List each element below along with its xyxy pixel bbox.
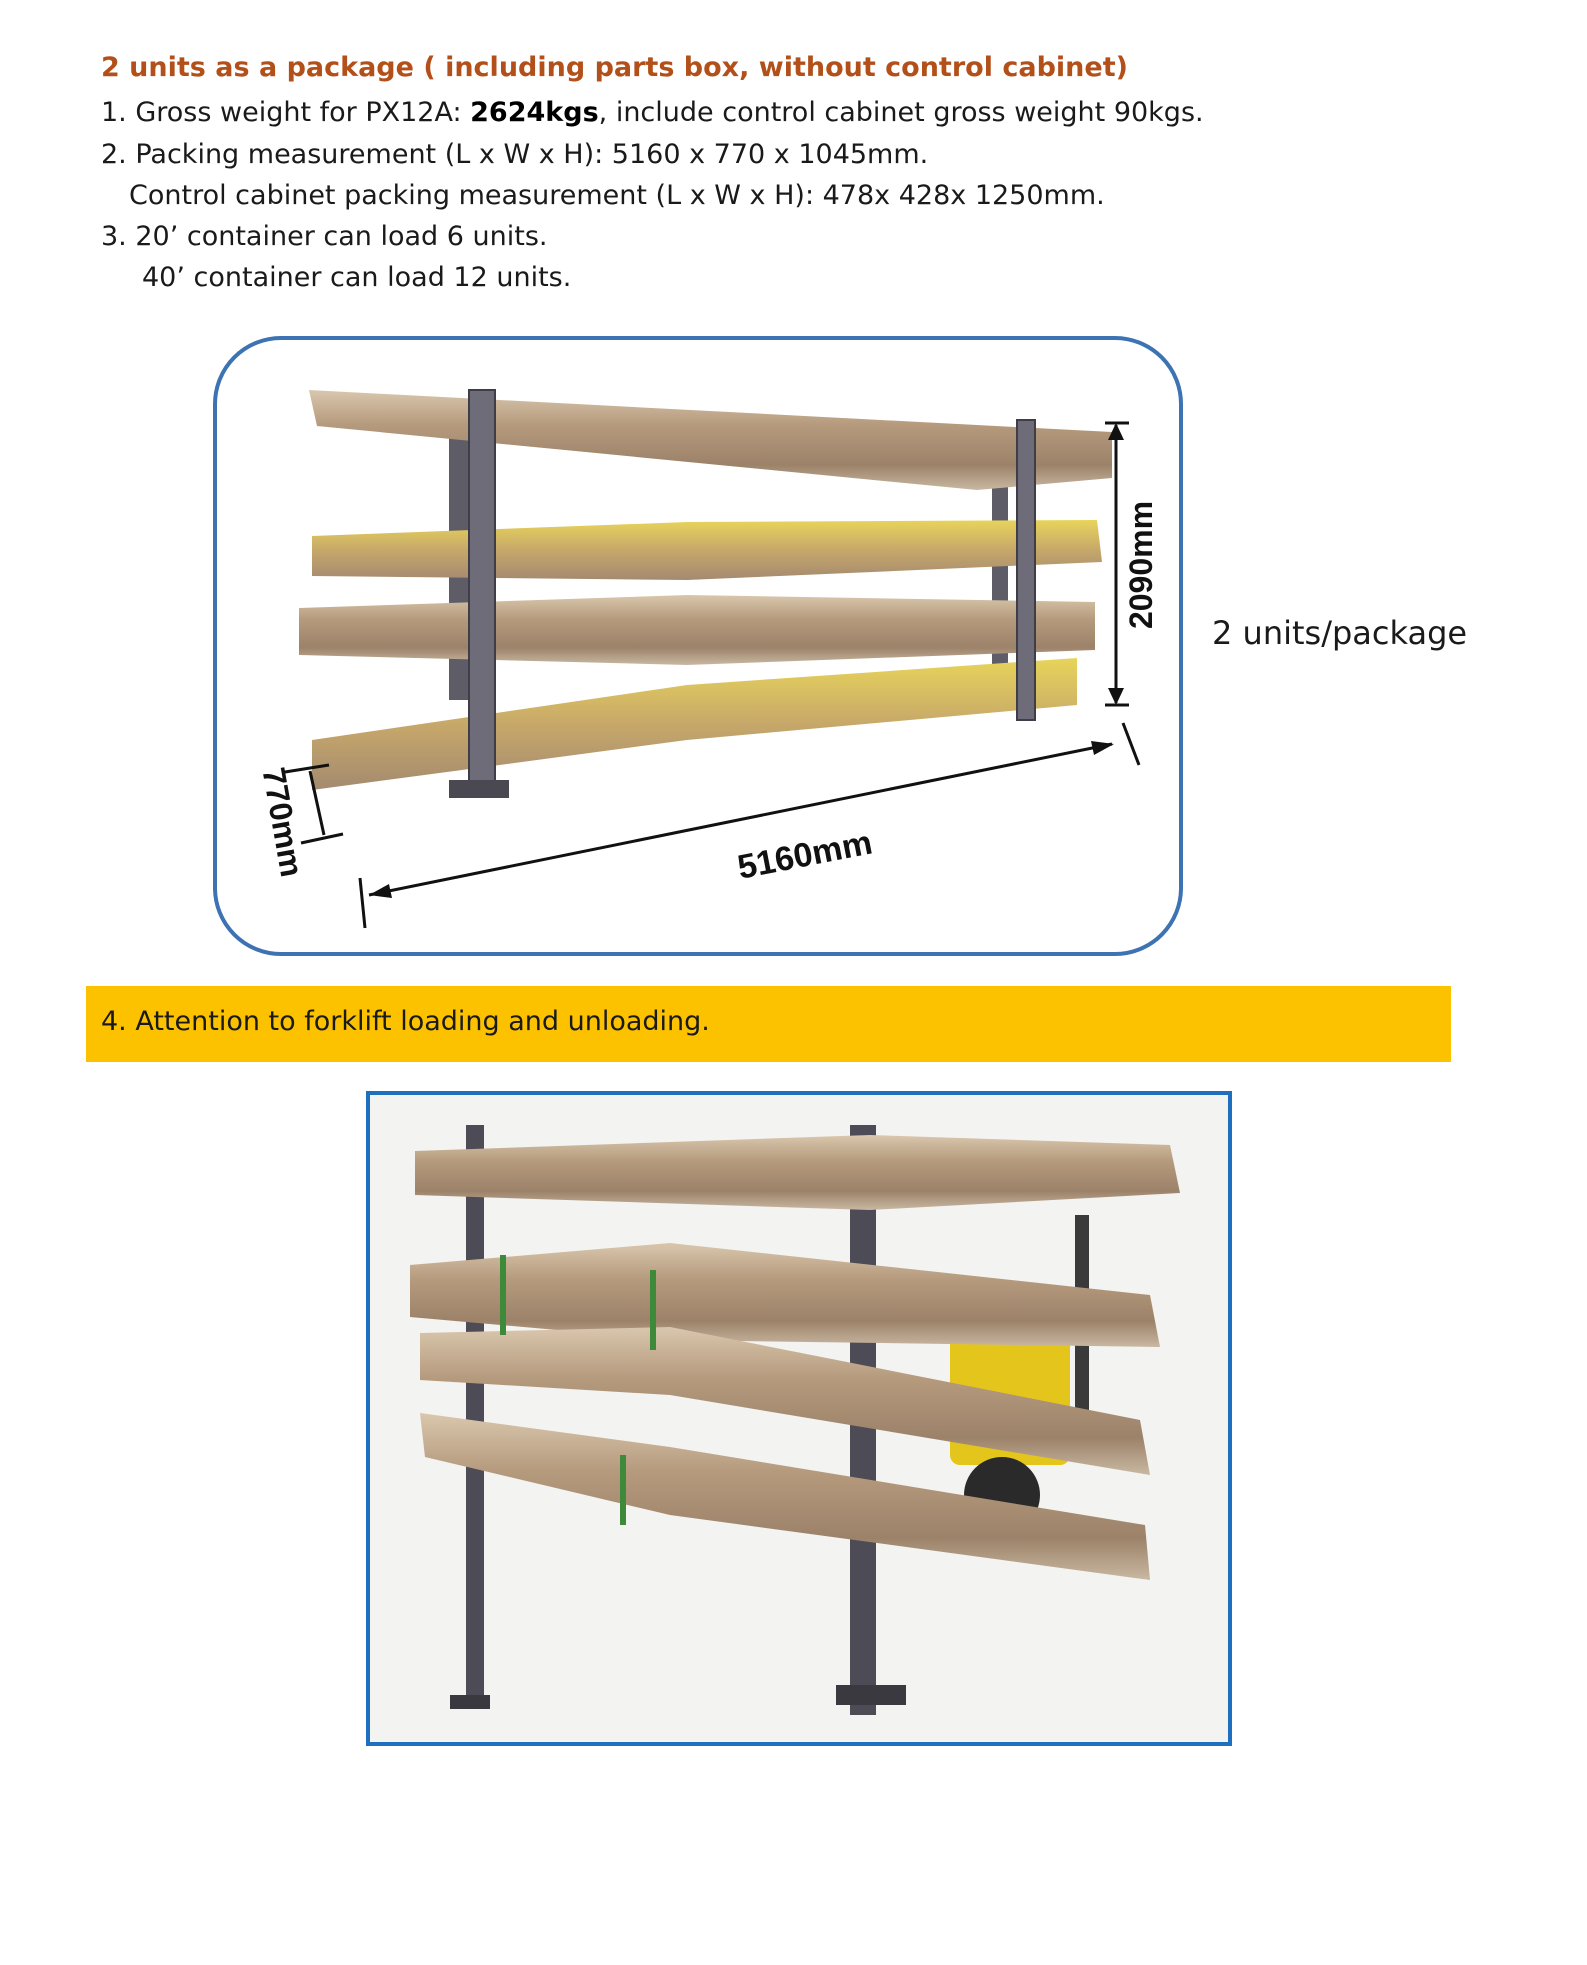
rack-front-post-left: [468, 389, 496, 796]
rack-foot: [450, 1695, 490, 1709]
package-tube-2: [312, 520, 1102, 580]
section-heading: 2 units as a package ( including parts b…: [101, 52, 1128, 83]
rack-front-post-right: [1016, 419, 1036, 721]
item-container-40ft: 40’ container can load 12 units.: [142, 262, 572, 293]
item-control-cabinet-measurement: Control cabinet packing measurement (L x…: [129, 180, 1105, 211]
gross-weight-prefix: 1. Gross weight for PX12A:: [101, 97, 471, 128]
width-dimension-label: 770mm: [256, 765, 311, 880]
height-arrow-bottom: [1108, 688, 1124, 705]
rack-base: [836, 1685, 906, 1705]
rack-base: [449, 780, 509, 798]
strap-2: [650, 1270, 656, 1350]
length-dimension-line: [368, 742, 1113, 897]
item-packing-measurement: 2. Packing measurement (L x W x H): 5160…: [101, 139, 929, 170]
photo-tube-3: [420, 1327, 1150, 1475]
photo-tube-2: [410, 1243, 1160, 1347]
width-dimension-line: [308, 770, 326, 836]
height-arrow-top: [1108, 423, 1124, 440]
length-dimension-label: 5160mm: [734, 824, 875, 887]
package-tube-1: [309, 390, 1112, 490]
strap-3: [620, 1455, 626, 1525]
width-tick-top: [284, 763, 330, 774]
height-dimension-label: 2090mm: [1123, 501, 1159, 629]
length-tick-left: [358, 877, 367, 929]
width-tick-bottom: [300, 832, 344, 845]
gross-weight-value: 2624kgs: [470, 97, 599, 128]
units-per-package-note: 2 units/package: [1212, 614, 1468, 652]
rack-post-left: [466, 1125, 484, 1705]
package-tube-4: [312, 658, 1077, 790]
length-arrow-right: [1091, 741, 1114, 755]
photo-tube-4: [420, 1413, 1150, 1580]
item-gross-weight: 1. Gross weight for PX12A: 2624kgs, incl…: [101, 97, 1204, 128]
forklift-loading-illustration: [370, 1095, 1228, 1742]
forklift-attention-banner: 4. Attention to forklift loading and unl…: [86, 986, 1451, 1062]
forklift-loading-photo: [366, 1091, 1232, 1746]
forklift-attention-text: 4. Attention to forklift loading and unl…: [101, 1006, 710, 1037]
length-tick-right: [1121, 722, 1141, 766]
photo-tube-1: [415, 1135, 1180, 1210]
package-dimension-illustration: 2090mm 5160mm 770mm: [256, 389, 1159, 929]
package-dimension-figure: 2090mm 5160mm 770mm: [213, 336, 1183, 956]
item-container-20ft: 3. 20’ container can load 6 units.: [101, 221, 548, 252]
gross-weight-suffix: , include control cabinet gross weight 9…: [598, 97, 1204, 128]
length-arrow-left: [369, 884, 392, 898]
package-tube-3: [299, 595, 1095, 665]
strap-1: [500, 1255, 506, 1335]
